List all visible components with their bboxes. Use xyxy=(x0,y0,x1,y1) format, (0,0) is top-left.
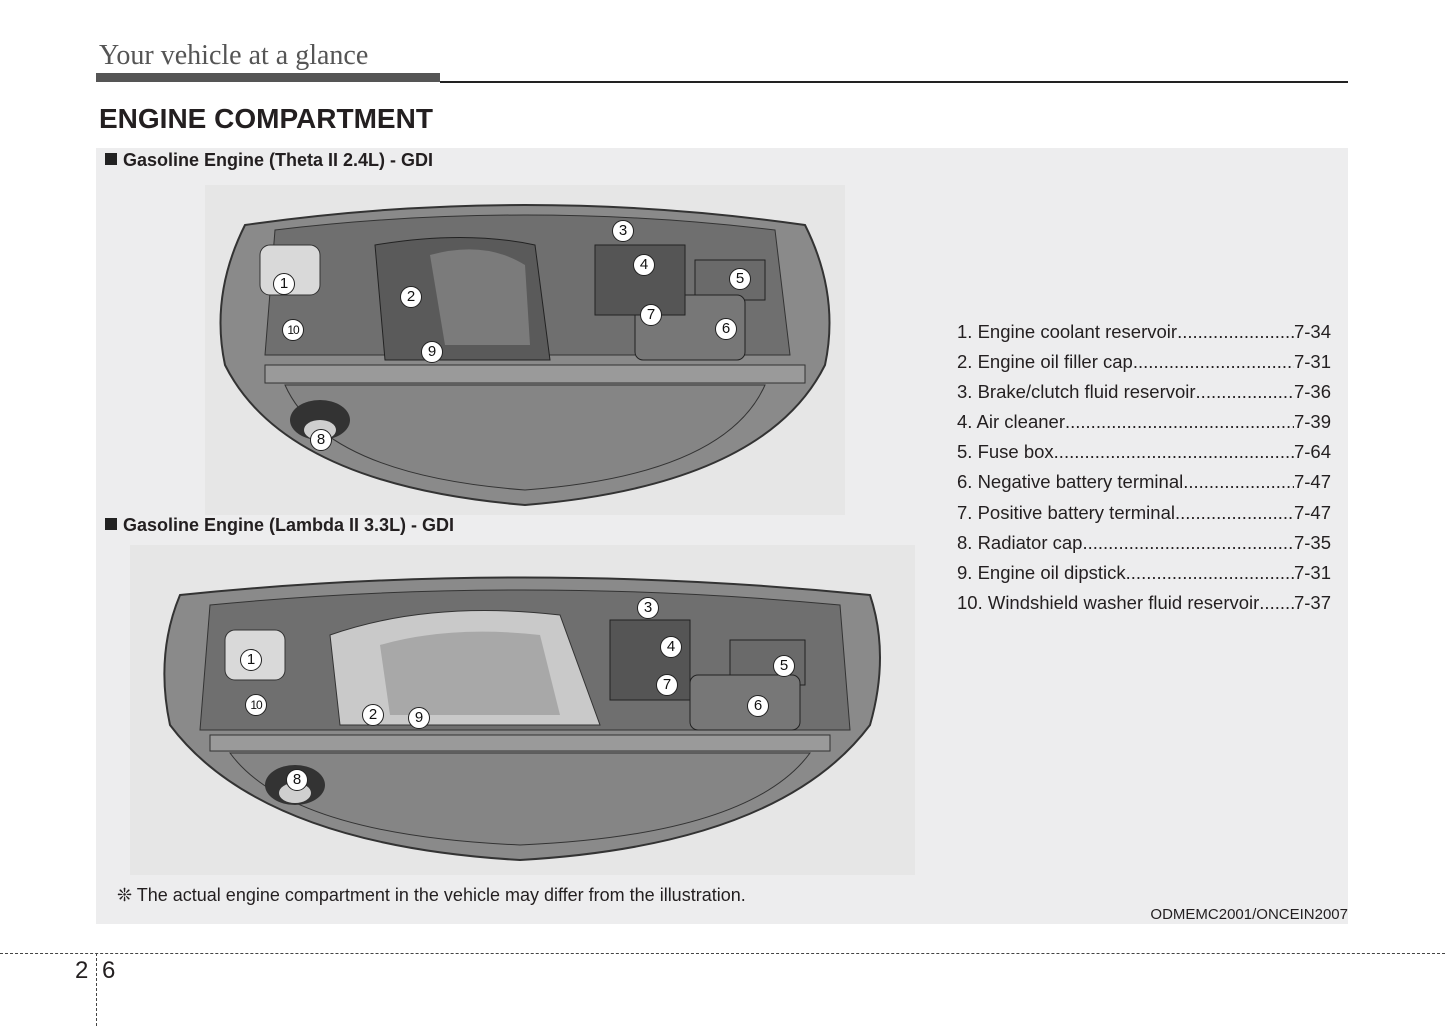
list-item: 2. Engine oil filler cap 7-31 xyxy=(957,350,1331,380)
item-page: 7-39 xyxy=(1293,411,1331,433)
callout-9: 9 xyxy=(408,707,430,729)
item-page: 7-35 xyxy=(1293,531,1331,553)
page-heading: ENGINE COMPARTMENT xyxy=(99,103,433,134)
callout-10: 10 xyxy=(245,694,267,716)
footer-divider xyxy=(96,953,97,1026)
list-item: 9. Engine oil dipstick 7-31 xyxy=(957,561,1331,591)
leader-dots xyxy=(1196,380,1294,410)
engine-2-label: Gasoline Engine (Lambda II 3.3L) - GDI xyxy=(123,515,455,535)
item-page: 7-31 xyxy=(1293,351,1331,373)
bullet-square-icon xyxy=(105,153,117,165)
list-item: 8. Radiator cap 7-35 xyxy=(957,531,1331,561)
callout-1: 1 xyxy=(240,649,262,671)
item-page: 7-47 xyxy=(1293,501,1331,523)
list-item: 5. Fuse box 7-64 xyxy=(957,440,1331,470)
bullet-square-icon xyxy=(105,518,117,530)
engine-2-heading: Gasoline Engine (Lambda II 3.3L) - GDI xyxy=(105,515,454,536)
callout-3: 3 xyxy=(637,597,659,619)
leader-dots xyxy=(1133,350,1294,380)
item-page: 7-34 xyxy=(1293,321,1331,342)
engine-1-heading: Gasoline Engine (Theta II 2.4L) - GDI xyxy=(105,150,433,171)
callout-8: 8 xyxy=(310,429,332,451)
callout-2: 2 xyxy=(400,286,422,308)
callout-8: 8 xyxy=(286,769,308,791)
item-label: 7. Positive battery terminal xyxy=(957,501,1175,523)
item-label: 6. Negative battery terminal xyxy=(957,471,1184,493)
section-title: Your vehicle at a glance xyxy=(99,40,369,71)
list-item: 6. Negative battery terminal 7-47 xyxy=(957,470,1331,500)
callout-5: 5 xyxy=(773,655,795,677)
list-item: 4. Air cleaner 7-39 xyxy=(957,410,1331,440)
footer-rule xyxy=(0,953,1445,954)
item-page: 7-47 xyxy=(1293,471,1331,493)
item-page: 7-37 xyxy=(1293,591,1331,613)
callout-4: 4 xyxy=(633,254,655,276)
item-label: 5. Fuse box xyxy=(957,441,1054,463)
leader-dots xyxy=(1126,561,1294,591)
item-label: 4. Air cleaner xyxy=(957,411,1065,433)
leader-dots xyxy=(1183,470,1294,500)
callout-3: 3 xyxy=(612,220,634,242)
engine-illustration-theta xyxy=(205,185,845,515)
item-page: 7-64 xyxy=(1293,441,1331,463)
item-page: 7-31 xyxy=(1293,561,1331,583)
leader-dots xyxy=(1065,410,1294,440)
leader-dots xyxy=(1175,501,1294,531)
leader-dots xyxy=(1259,591,1294,621)
callout-5: 5 xyxy=(729,268,751,290)
item-label: 9. Engine oil dipstick xyxy=(957,561,1126,583)
item-label: 3. Brake/clutch fluid reservoir xyxy=(957,381,1196,403)
item-label: 2. Engine oil filler cap xyxy=(957,351,1133,373)
list-item: 3. Brake/clutch fluid reservoir 7-36 xyxy=(957,380,1331,410)
item-label: 8. Radiator cap xyxy=(957,531,1083,553)
page-number: 6 xyxy=(102,957,116,984)
callout-2: 2 xyxy=(362,704,384,726)
engine-1-label: Gasoline Engine (Theta II 2.4L) - GDI xyxy=(123,150,434,170)
list-item: 10. Windshield washer fluid reservoir 7-… xyxy=(957,591,1331,621)
callout-7: 7 xyxy=(656,674,678,696)
item-label: 1. Engine coolant reservoir xyxy=(957,321,1178,342)
header-rule xyxy=(440,81,1348,83)
leader-dots xyxy=(1177,320,1294,350)
callout-6: 6 xyxy=(715,318,737,340)
callout-9: 9 xyxy=(421,341,443,363)
item-page: 7-36 xyxy=(1293,381,1331,403)
list-item: 1. Engine coolant reservoir 7-34 xyxy=(957,320,1331,350)
leader-dots xyxy=(1054,440,1294,470)
callout-4: 4 xyxy=(660,636,682,658)
component-list: 1. Engine coolant reservoir 7-34 2. Engin… xyxy=(957,320,1331,621)
list-item: 7. Positive battery terminal 7-47 xyxy=(957,501,1331,531)
chapter-number: 2 xyxy=(75,957,89,984)
section-title-bar xyxy=(96,73,440,82)
leader-dots xyxy=(1082,531,1294,561)
item-label: 10. Windshield washer fluid reservoir xyxy=(957,591,1260,613)
callout-7: 7 xyxy=(640,304,662,326)
illustration-note: ❊ The actual engine compartment in the v… xyxy=(117,885,746,905)
callout-6: 6 xyxy=(747,695,769,717)
image-code: ODMEMC2001/ONCEIN2007 xyxy=(1150,906,1348,923)
callout-10: 10 xyxy=(282,319,304,341)
callout-1: 1 xyxy=(273,273,295,295)
